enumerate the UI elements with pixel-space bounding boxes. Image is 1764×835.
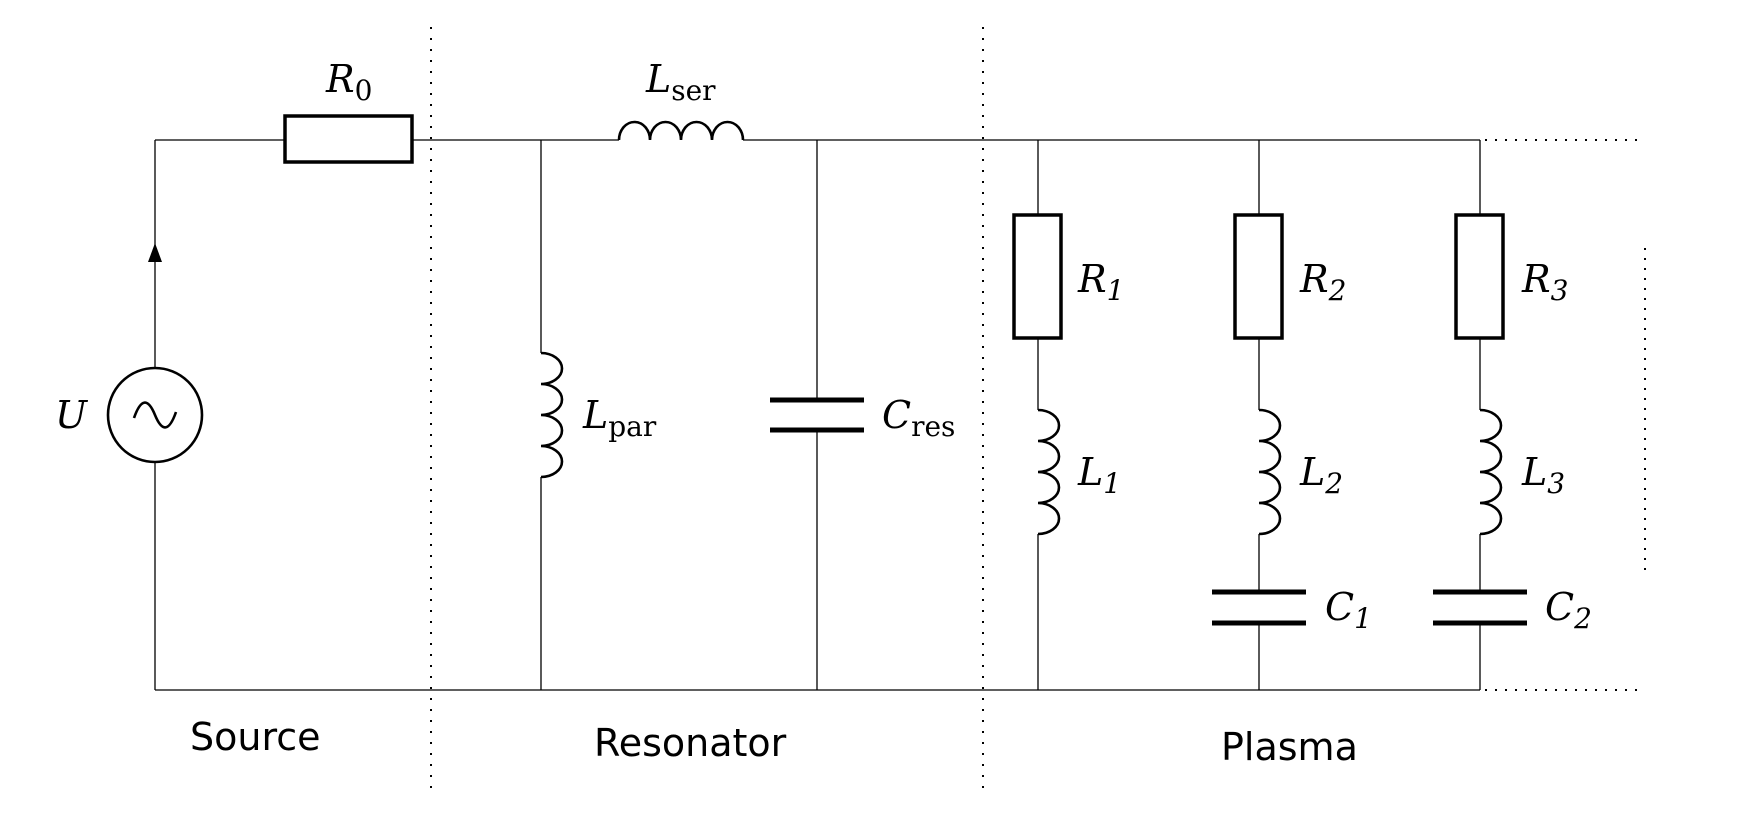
resistor-r2-label: R2 bbox=[1299, 257, 1346, 307]
current-arrow-icon bbox=[148, 243, 162, 262]
section-label-source: Source bbox=[190, 715, 321, 759]
capacitor-cres bbox=[770, 140, 864, 690]
inductor-lser-label: Lser bbox=[645, 57, 716, 107]
inductor-lser bbox=[617, 120, 745, 141]
plasma-branch-2 bbox=[1212, 140, 1306, 690]
plasma-branch-1 bbox=[1012, 140, 1063, 690]
continuation-marks bbox=[1485, 139, 1646, 691]
section-label-plasma: Plasma bbox=[1221, 725, 1358, 769]
resistor-r0 bbox=[283, 114, 414, 164]
capacitor-c1-label: C1 bbox=[1325, 585, 1372, 635]
inductor-l3-label: L3 bbox=[1521, 450, 1565, 500]
section-dividers bbox=[430, 27, 984, 795]
resistor-r3-label: R3 bbox=[1521, 257, 1568, 307]
resistor-r1-label: R1 bbox=[1077, 257, 1124, 307]
inductor-lpar bbox=[540, 140, 564, 690]
inductor-lpar-label: Lpar bbox=[582, 393, 657, 443]
inductor-l2-label: L2 bbox=[1299, 450, 1343, 500]
ac-voltage-source bbox=[106, 243, 204, 464]
source-voltage-label: U bbox=[55, 393, 89, 437]
section-label-resonator: Resonator bbox=[594, 721, 787, 765]
inductor-l1-label: L1 bbox=[1077, 450, 1121, 500]
plasma-branch-3 bbox=[1433, 140, 1527, 690]
capacitor-c2-label: C2 bbox=[1545, 585, 1592, 635]
resistor-r0-label: R0 bbox=[325, 57, 372, 107]
capacitor-cres-label: Cres bbox=[882, 393, 955, 443]
